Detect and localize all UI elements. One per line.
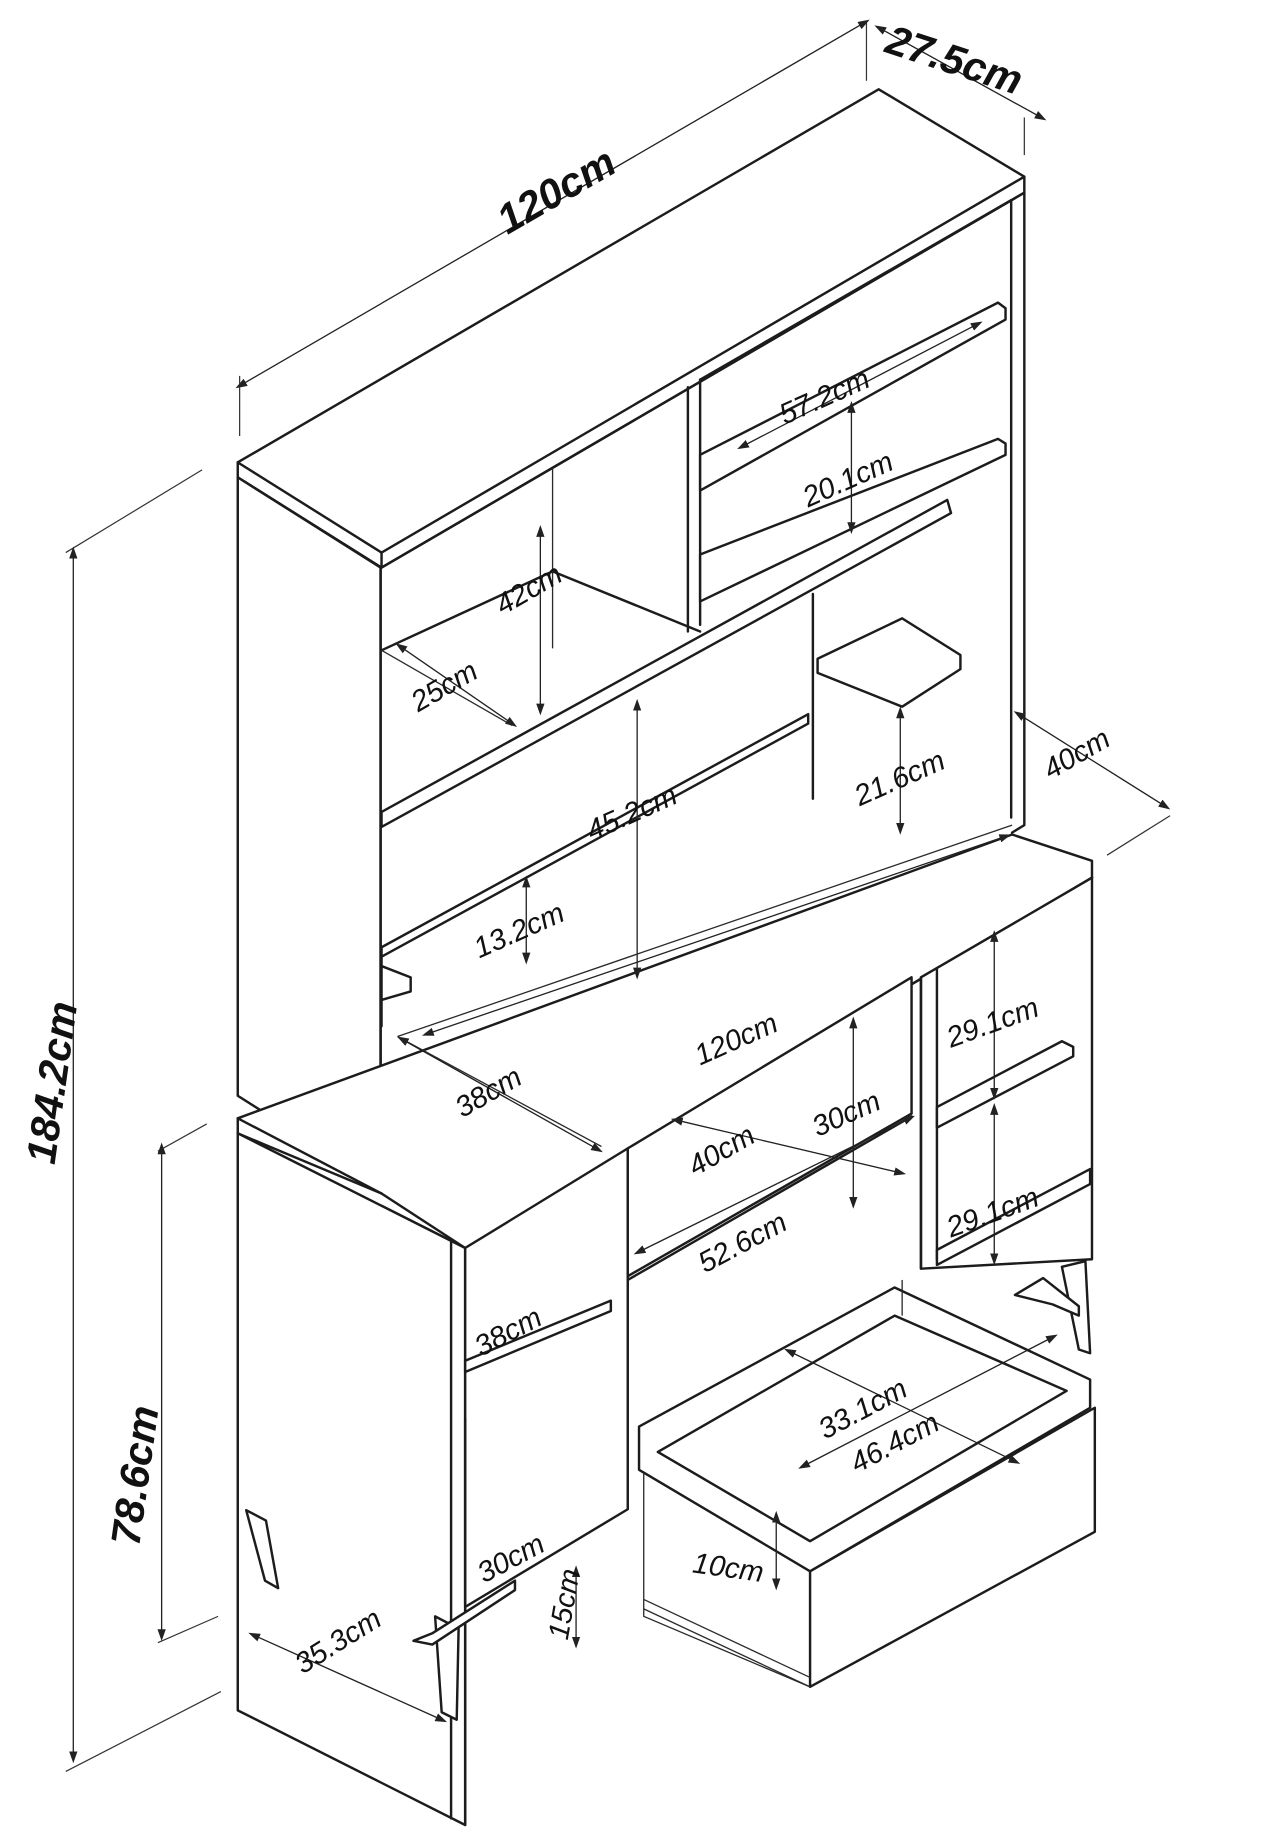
label-base-height: 78.6cm bbox=[102, 1403, 167, 1548]
label-side-depth: 40cm bbox=[1038, 723, 1116, 786]
label-hutch-opening: 45.2cm bbox=[582, 779, 682, 847]
label-upper-left-depth: 25cm bbox=[405, 655, 484, 719]
label-upper-left-height: 42cm bbox=[490, 558, 568, 621]
label-rail-height: 13.2cm bbox=[469, 897, 569, 965]
label-top-depth: 27.5cm bbox=[880, 16, 1028, 103]
label-drawer-height: 10cm bbox=[691, 1547, 766, 1589]
label-top-width: 120cm bbox=[489, 139, 623, 243]
dimension-lines bbox=[65, 19, 1171, 1772]
cabinet-outline bbox=[236, 88, 1097, 1827]
label-total-height: 184.2cm bbox=[18, 999, 86, 1167]
label-leg-height: 15cm bbox=[543, 1566, 587, 1642]
label-small-shelf-height: 21.6cm bbox=[849, 745, 950, 813]
